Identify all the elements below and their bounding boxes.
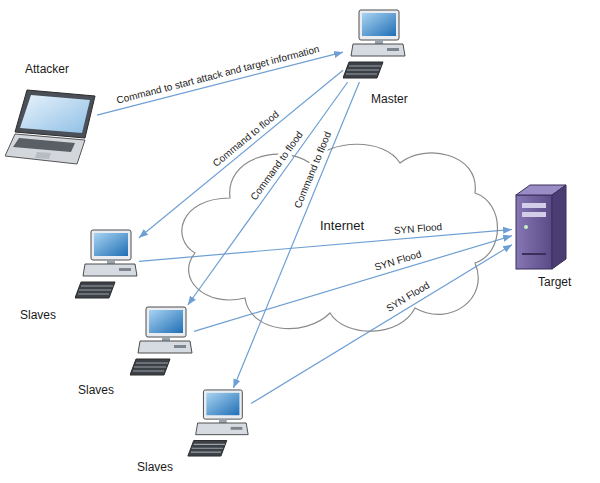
connector-arrow [251, 245, 512, 404]
desktop-computer-icon [75, 228, 139, 300]
connector-arrow [139, 70, 343, 237]
connector-arrow [194, 236, 512, 332]
desktop-computer-icon [343, 6, 407, 82]
target-server: Target [512, 183, 570, 271]
connector-arrow [97, 52, 343, 115]
desktop-computer-icon [130, 305, 194, 377]
node-label: Internet [318, 218, 366, 234]
node-label: Attacker [25, 62, 69, 76]
node-label: Slaves [78, 383, 114, 397]
node-label: Master [371, 92, 408, 106]
slave-computer: Slaves [187, 388, 251, 458]
slave-computer: Slaves [130, 305, 194, 377]
node-label: Slaves [137, 460, 173, 474]
attacker-laptop: Attacker [5, 88, 97, 166]
node-label: Target [538, 275, 571, 289]
connector-arrow [188, 82, 348, 305]
edge-label: Command to start attack and target infor… [113, 43, 322, 107]
desktop-computer-icon [187, 388, 251, 458]
slave-computer: Slaves [75, 228, 139, 300]
edge-label: Command to flood [209, 107, 283, 171]
node-label: Slaves [20, 308, 56, 322]
server-icon [512, 183, 570, 271]
edge-label: SYN Flood [391, 220, 444, 236]
laptop-icon [5, 88, 97, 166]
connector-arrow [139, 230, 512, 262]
master-computer: Master [343, 6, 407, 82]
